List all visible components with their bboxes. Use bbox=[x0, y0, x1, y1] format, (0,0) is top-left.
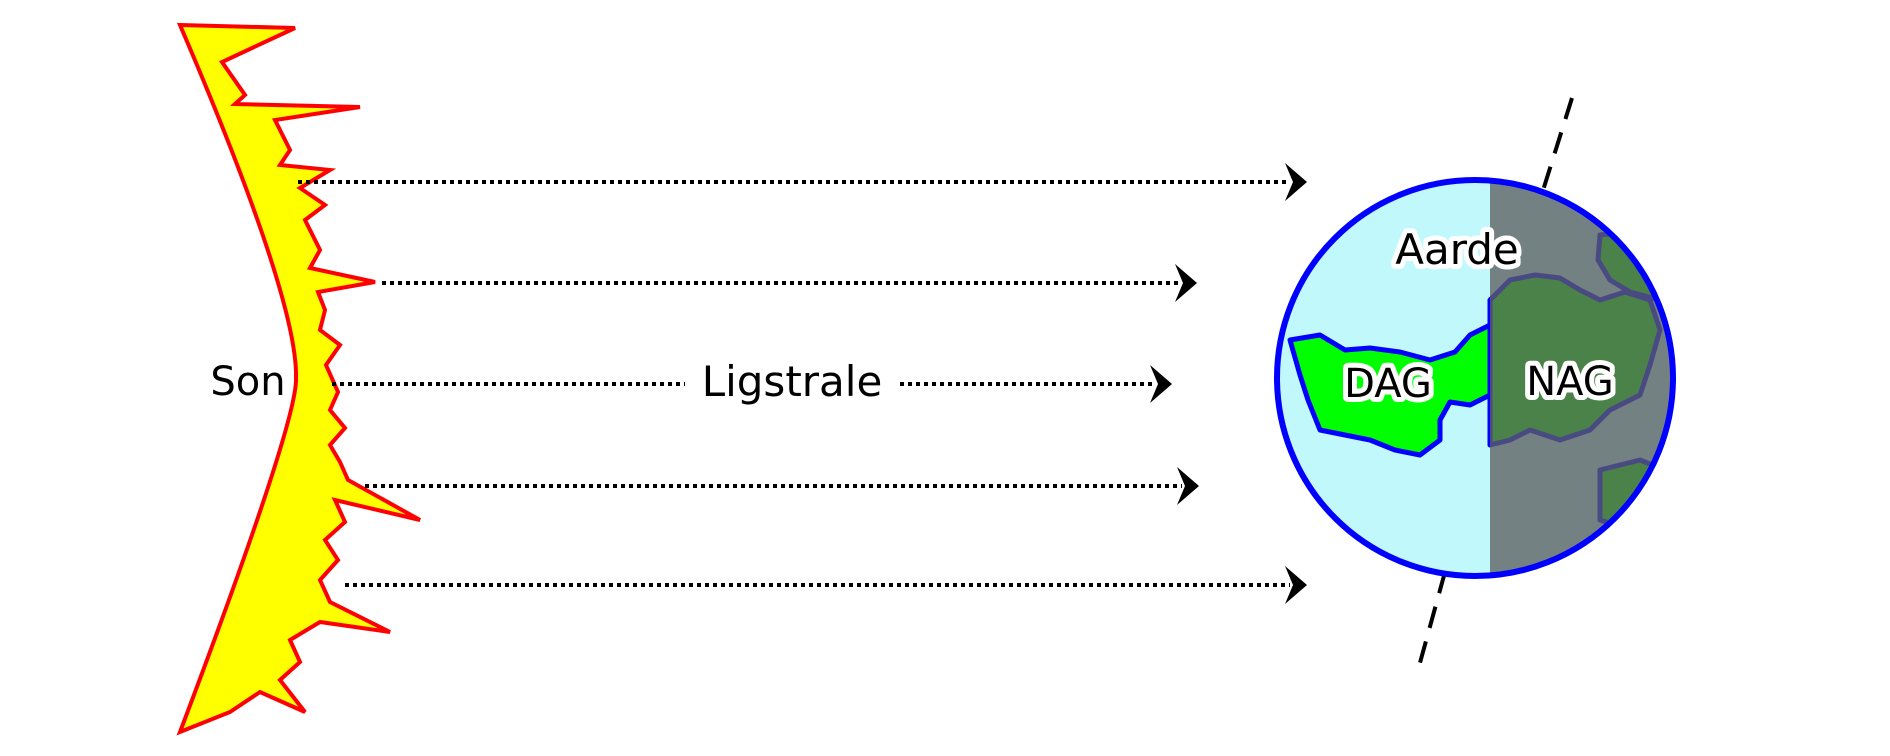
continent-left bbox=[1287, 322, 1493, 458]
earth-outline bbox=[1274, 177, 1676, 579]
earth-axis-top bbox=[1538, 97, 1574, 201]
arrowhead-2 bbox=[1175, 264, 1197, 302]
arrowhead-3 bbox=[1150, 365, 1172, 403]
day-label: DAG bbox=[1344, 361, 1432, 407]
earth-axis-bottom bbox=[1416, 571, 1447, 671]
light-rays bbox=[298, 163, 1307, 604]
sun-label: Son bbox=[210, 359, 285, 405]
arrowhead-5 bbox=[1285, 566, 1307, 604]
night-label: NAG bbox=[1526, 359, 1614, 405]
earth-label: Aarde bbox=[1395, 225, 1519, 274]
arrowhead-1 bbox=[1285, 163, 1307, 201]
arrowhead-4 bbox=[1177, 467, 1199, 505]
sun-shape bbox=[176, 22, 421, 736]
rays-label: Ligstrale bbox=[702, 357, 883, 406]
